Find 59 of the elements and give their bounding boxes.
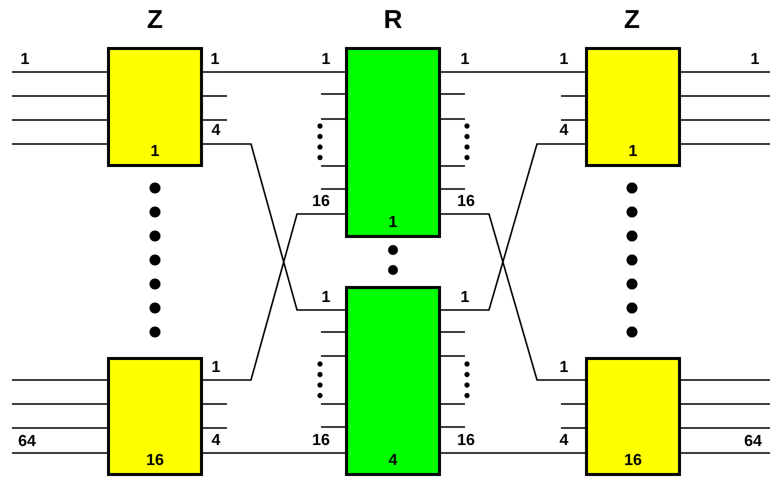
switch-box (345, 286, 441, 476)
box-number: 16 (146, 451, 164, 471)
port-number: 4 (212, 433, 220, 449)
switch-box (585, 47, 681, 167)
connector-line (12, 119, 107, 121)
switch-box (107, 47, 203, 167)
connector-line (441, 452, 585, 454)
box-number: 1 (388, 213, 398, 233)
port-number: 16 (312, 194, 330, 210)
connector-line (681, 403, 770, 405)
box-number: 1 (628, 142, 638, 162)
connector-line (12, 143, 107, 145)
connector-line (681, 452, 770, 454)
connector-line (203, 452, 345, 454)
switch-box (107, 357, 203, 476)
stage-title: Z (147, 4, 163, 34)
port-number: 1 (560, 360, 568, 376)
port-number: 16 (312, 433, 330, 449)
port-number: 1 (20, 52, 30, 68)
port-number: 1 (210, 52, 220, 68)
port-number: 1 (322, 290, 330, 306)
connector-line (203, 213, 345, 381)
connector-line (441, 213, 585, 381)
port-number: 16 (457, 194, 475, 210)
port-number: 1 (212, 360, 220, 376)
connector-line (681, 143, 770, 145)
connector-line (681, 379, 770, 381)
port-number: 64 (744, 434, 762, 450)
port-number: 4 (560, 123, 568, 139)
port-number: 4 (560, 433, 568, 449)
port-number: 16 (457, 433, 475, 449)
connector-line (441, 71, 585, 73)
connector-line (12, 379, 107, 381)
switch-box (585, 357, 681, 476)
box-number: 1 (150, 142, 160, 162)
connector-line (12, 427, 107, 429)
stage-title: R (384, 4, 402, 34)
connector-line (203, 143, 345, 311)
connector-line (12, 71, 107, 73)
box-number: 16 (624, 451, 642, 471)
connector-line (681, 119, 770, 121)
connector-line (203, 71, 345, 73)
port-number: 1 (322, 52, 330, 68)
port-number: 1 (560, 52, 568, 68)
connector-line (681, 95, 770, 97)
connector-line (681, 71, 770, 73)
connector-line (12, 403, 107, 405)
switch-box (345, 47, 441, 238)
port-number: 64 (18, 434, 36, 450)
port-number: 1 (750, 52, 760, 68)
stage-title: Z (624, 4, 640, 34)
connector-line (681, 427, 770, 429)
port-number: 1 (460, 290, 470, 306)
connector-line (12, 452, 107, 454)
connector-line (12, 95, 107, 97)
box-number: 4 (388, 451, 398, 471)
port-number: 4 (212, 123, 220, 139)
connector-line (441, 143, 585, 311)
port-number: 1 (460, 52, 470, 68)
